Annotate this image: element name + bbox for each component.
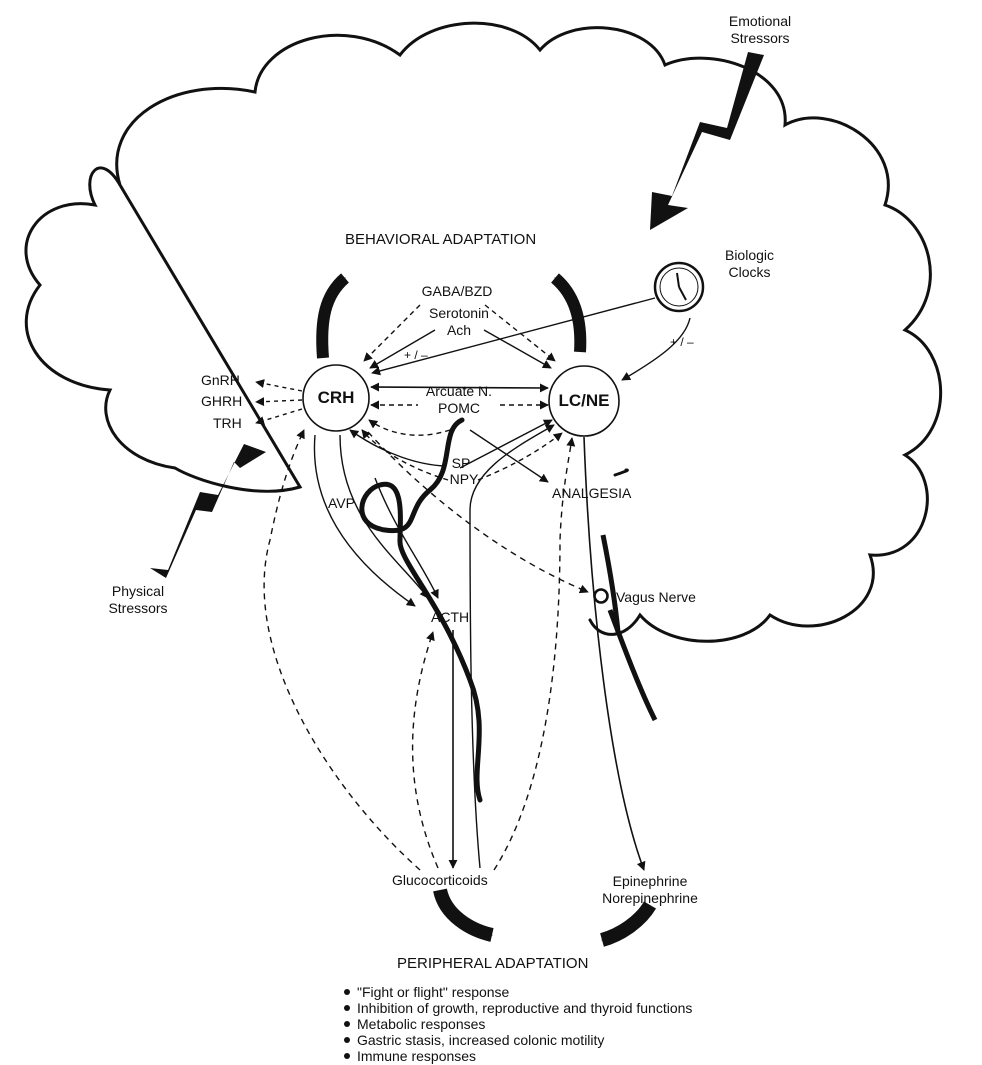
- plus-minus-label-right: + / –: [670, 334, 694, 351]
- crh-to-behavioral-arrow: [322, 278, 345, 358]
- crh-to-sp-line: [350, 430, 445, 466]
- physical-stressors-line-1: Physical: [98, 583, 178, 600]
- effect-item: Immune responses: [344, 1048, 692, 1064]
- norepinephrine-label: Norepinephrine: [594, 890, 706, 907]
- ach-label: Ach: [417, 322, 501, 339]
- lcne-to-behavioral-arrow: [555, 278, 580, 352]
- clock-icon: [655, 263, 703, 311]
- trh-label: TRH: [213, 415, 242, 432]
- analgesia-label: ANALGESIA: [552, 485, 631, 502]
- biologic-clocks-label: Biologic Clocks: [712, 247, 787, 281]
- effect-item: Gastric stasis, increased colonic motili…: [344, 1032, 692, 1048]
- glucocorticoid-to-lcne-line: [470, 425, 554, 868]
- biologic-clocks-line-2: Clocks: [712, 264, 787, 281]
- sp-label: SP: [444, 455, 478, 472]
- npy-to-crh-dashed: [362, 430, 448, 480]
- epinephrine-label: Epinephrine: [594, 873, 706, 890]
- biologic-clocks-line-1: Biologic: [712, 247, 787, 264]
- glucocorticoids-to-peripheral-arrow: [440, 890, 492, 935]
- pomc-to-crh-dashed: [369, 420, 450, 435]
- crh-node-label: CRH: [306, 388, 366, 408]
- serotonin-label: Serotonin: [417, 305, 501, 322]
- effect-item: Inhibition of growth, reproductive and t…: [344, 1000, 692, 1016]
- effect-item: "Fight or flight" response: [344, 984, 692, 1000]
- physical-stressor-bolt: [150, 444, 266, 578]
- arcuate-label: Arcuate N.: [416, 383, 502, 400]
- physical-stressors-line-2: Stressors: [98, 600, 178, 617]
- glucocorticoid-to-acth-dashed: [413, 632, 438, 868]
- peripheral-effects-list: "Fight or flight" response Inhibition of…: [344, 984, 692, 1064]
- lcne-node-label: LC/NE: [549, 391, 619, 411]
- crh-to-trh-dashed: [256, 409, 302, 423]
- physical-stressors-label: Physical Stressors: [98, 583, 178, 617]
- plus-minus-label-left: + / –: [404, 347, 428, 364]
- vagus-nerve-label: Vagus Nerve: [616, 589, 696, 606]
- npy-label: NPY: [444, 471, 484, 488]
- npy-to-lcne-dashed: [478, 433, 562, 480]
- epinephrine-to-peripheral-arrow: [602, 905, 650, 940]
- emotional-stressor-bolt: [650, 52, 764, 230]
- emotional-stressors-line-2: Stressors: [715, 30, 805, 47]
- avp-to-acth-line: [375, 478, 438, 598]
- peripheral-adaptation-label: PERIPHERAL ADAPTATION: [397, 955, 588, 972]
- gaba-label: GABA/BZD: [412, 283, 502, 300]
- acth-label: ACTH: [431, 609, 469, 626]
- crh-to-gnrh-dashed: [256, 382, 302, 391]
- behavioral-adaptation-label: BEHAVIORAL ADAPTATION: [345, 231, 536, 248]
- emotional-stressors-line-1: Emotional: [715, 13, 805, 30]
- vagus-nerve-circle: [595, 590, 608, 603]
- effect-item: Metabolic responses: [344, 1016, 692, 1032]
- crh-to-ghrh-dashed: [256, 400, 302, 402]
- pomc-label: POMC: [419, 400, 499, 417]
- glucocorticoids-label: Glucocorticoids: [392, 872, 488, 889]
- emotional-stressors-label: Emotional Stressors: [715, 13, 805, 47]
- avp-label: AVP: [328, 495, 355, 512]
- ghrh-label: GHRH: [201, 393, 242, 410]
- gnrh-label: GnRH: [201, 372, 240, 389]
- glucocorticoid-to-lcne-dashed: [494, 438, 572, 870]
